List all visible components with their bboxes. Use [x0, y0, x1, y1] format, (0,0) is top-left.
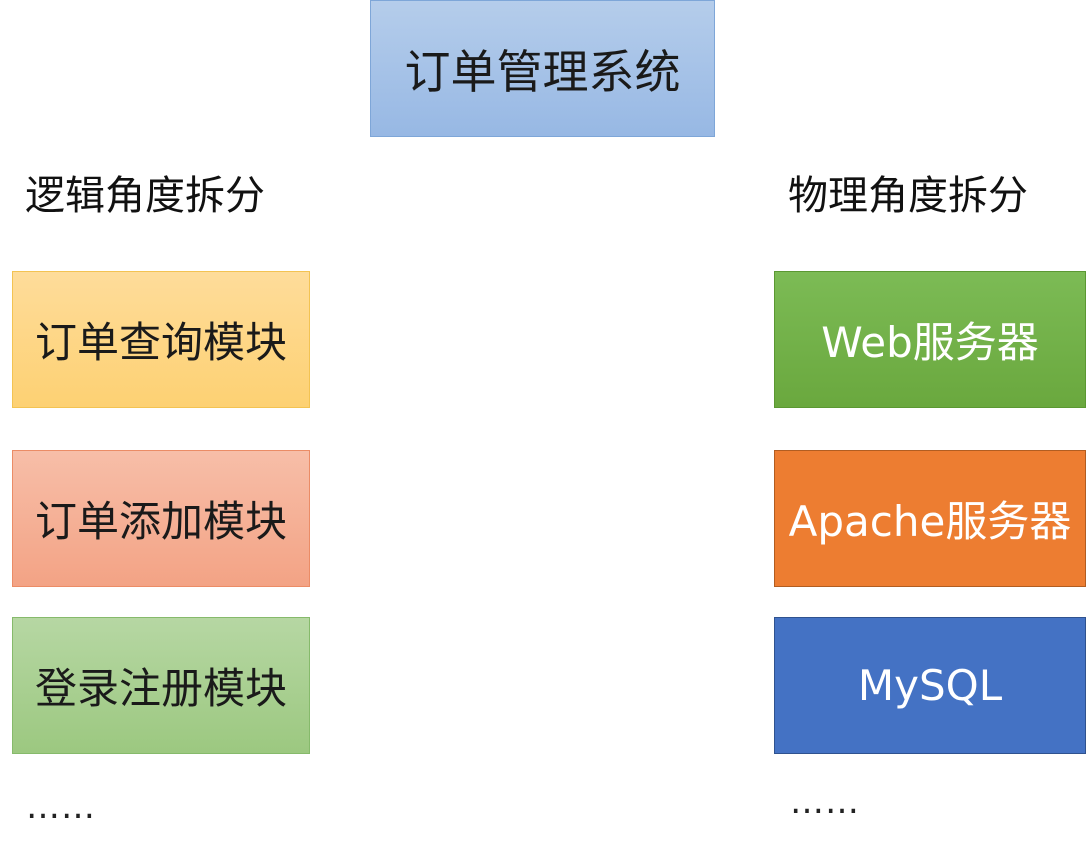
physical-more-ellipsis: …… — [790, 782, 860, 822]
order-add-module-box: 订单添加模块 — [12, 450, 310, 587]
module-label: 订单添加模块 — [34, 497, 287, 546]
login-register-module-box: 登录注册模块 — [12, 617, 310, 754]
mysql-server-box: MySQL — [774, 617, 1086, 754]
module-label: 订单查询模块 — [34, 318, 287, 367]
server-label: Apache服务器 — [788, 497, 1072, 546]
order-query-module-box: 订单查询模块 — [12, 271, 310, 408]
apache-server-box: Apache服务器 — [774, 450, 1086, 587]
server-label: MySQL — [857, 661, 1003, 710]
web-server-box: Web服务器 — [774, 271, 1086, 408]
system-title-box: 订单管理系统 — [370, 0, 715, 137]
system-title: 订单管理系统 — [404, 44, 681, 99]
module-label: 登录注册模块 — [34, 664, 287, 713]
logical-split-heading: 逻辑角度拆分 — [25, 173, 265, 219]
physical-split-heading: 物理角度拆分 — [788, 173, 1028, 219]
logical-more-ellipsis: …… — [26, 787, 96, 827]
server-label: Web服务器 — [821, 318, 1039, 367]
